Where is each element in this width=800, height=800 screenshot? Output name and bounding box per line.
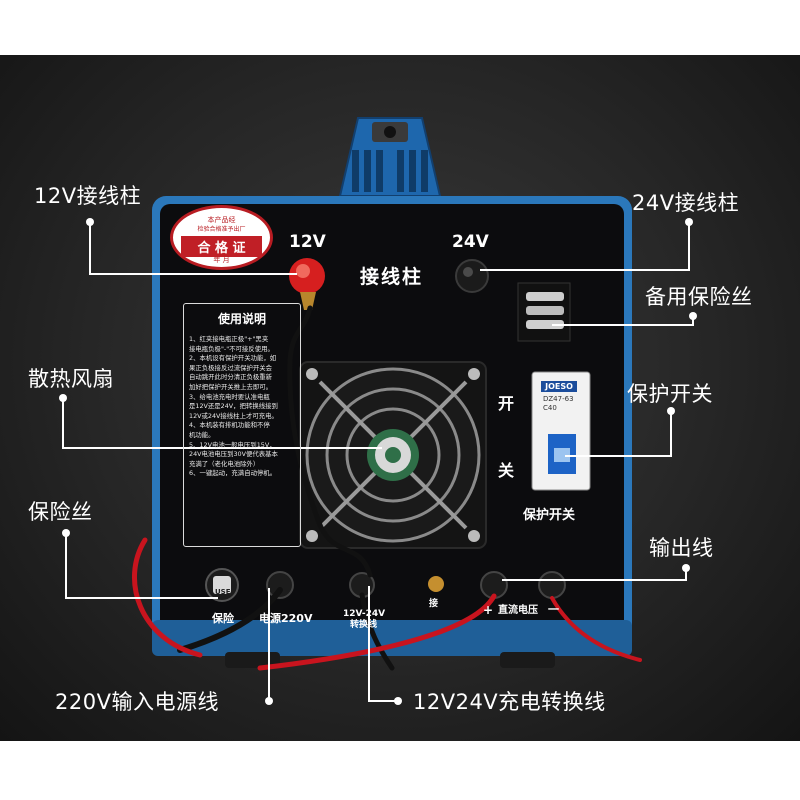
callout-output-cable: 输出线 [649,536,714,560]
breaker-brand: JOESO [541,381,577,392]
callout-cooling-fan: 散热风扇 [28,367,114,391]
instructions-line: 充满了（老化电池除外） [189,459,260,468]
instructions-panel: 使用说明 1、红夹接电瓶正极"+"黑夹 接电瓶负极"-"不可接反使用。 2、本机… [183,303,301,547]
panel-terminal-title: 接线柱 [360,266,424,288]
instructions-line: 4、本机装有排机功能和不停 [189,421,270,430]
spare-fuses [517,282,571,342]
instructions-line: 果正负极接反过流保护开关会 [189,363,273,372]
panel-bottom-ground: 接 [429,599,439,609]
instructions-title: 使用说明 [217,312,266,326]
terminal-12v [289,258,325,310]
callout-spare-fuse: 备用保险丝 [645,285,753,309]
terminal-24v [455,259,489,293]
instructions-line: 12V或24V接线柱上才可充电。 [189,411,278,420]
instructions-line: 5、12V电池一般电压到15V， [189,440,276,449]
instructions-line: 24V电池电压到30V便代表基本 [189,450,278,459]
panel-label-12v: 12V [289,232,326,252]
instructions-line: 自动跳开此时分清正负极重新 [189,373,273,382]
panel-switch-char-bottom: 关 [498,461,515,480]
callout-dots [59,218,697,705]
panel-bottom-dc: 直流电压 [498,605,538,616]
instructions-line: 加好把保护开关推上去即可。 [189,382,273,391]
device-feet [225,652,555,668]
cooling-fan [299,361,487,549]
certificate-title: 合 格 证 [181,236,262,257]
panel-bottom-convert-2: 转换线 [350,620,378,630]
instructions-line: 2、本机设有保护开关功能，如 [189,354,277,363]
panel-label-24v: 24V [452,232,489,252]
instructions-line: 1、红夹接电瓶正极"+"黑夹 [189,335,269,343]
callout-protect-switch: 保护开关 [627,382,713,406]
instructions-line: 3、给电池充电时要认准电瓶 [189,392,270,401]
panel-bottom-power: 电源220V [259,612,313,625]
breaker-model: DZ47-63 [543,395,574,403]
certificate-issuer: 本产品经 [207,216,236,224]
panel-bottom-convert-1: 12V-24V [343,609,386,619]
panel-switch-char-top: 开 [498,394,515,413]
callout-terminal-24v: 24V接线柱 [632,191,740,215]
callout-terminal-12v: 12V接线柱 [34,184,142,208]
instructions-line: 机功能。 [189,430,215,439]
quality-certificate-sticker: 本产品经 检验合格准予出厂 合 格 证 年 月 [170,205,273,270]
fuse-cap-text: USE [215,588,231,596]
top-handle [338,117,442,197]
instructions-line: 是12V还是24V，把转换线接到 [189,402,278,411]
panel-bottom-dc-plus: + [483,603,494,617]
breaker-rating: C40 [543,404,557,412]
protection-breaker [531,371,591,491]
certificate-issuer-sub: 检验合格准予出厂 [197,226,246,233]
callout-fuse: 保险丝 [28,500,93,524]
panel-switch-label: 保护开关 [523,508,576,523]
callout-convert-cable: 12V24V充电转换线 [413,690,606,714]
cables [131,305,642,671]
callout-input-cable: 220V输入电源线 [55,690,219,714]
panel-bottom-dc-minus: 一 [548,603,559,616]
certificate-date: 年 月 [213,256,230,264]
panel-bottom-fuse: 保险 [212,612,234,625]
instructions-line: 6、一键起动，充满自动停机。 [189,469,277,478]
instructions-line: 接电瓶负极"-"不可接反使用。 [189,344,274,353]
